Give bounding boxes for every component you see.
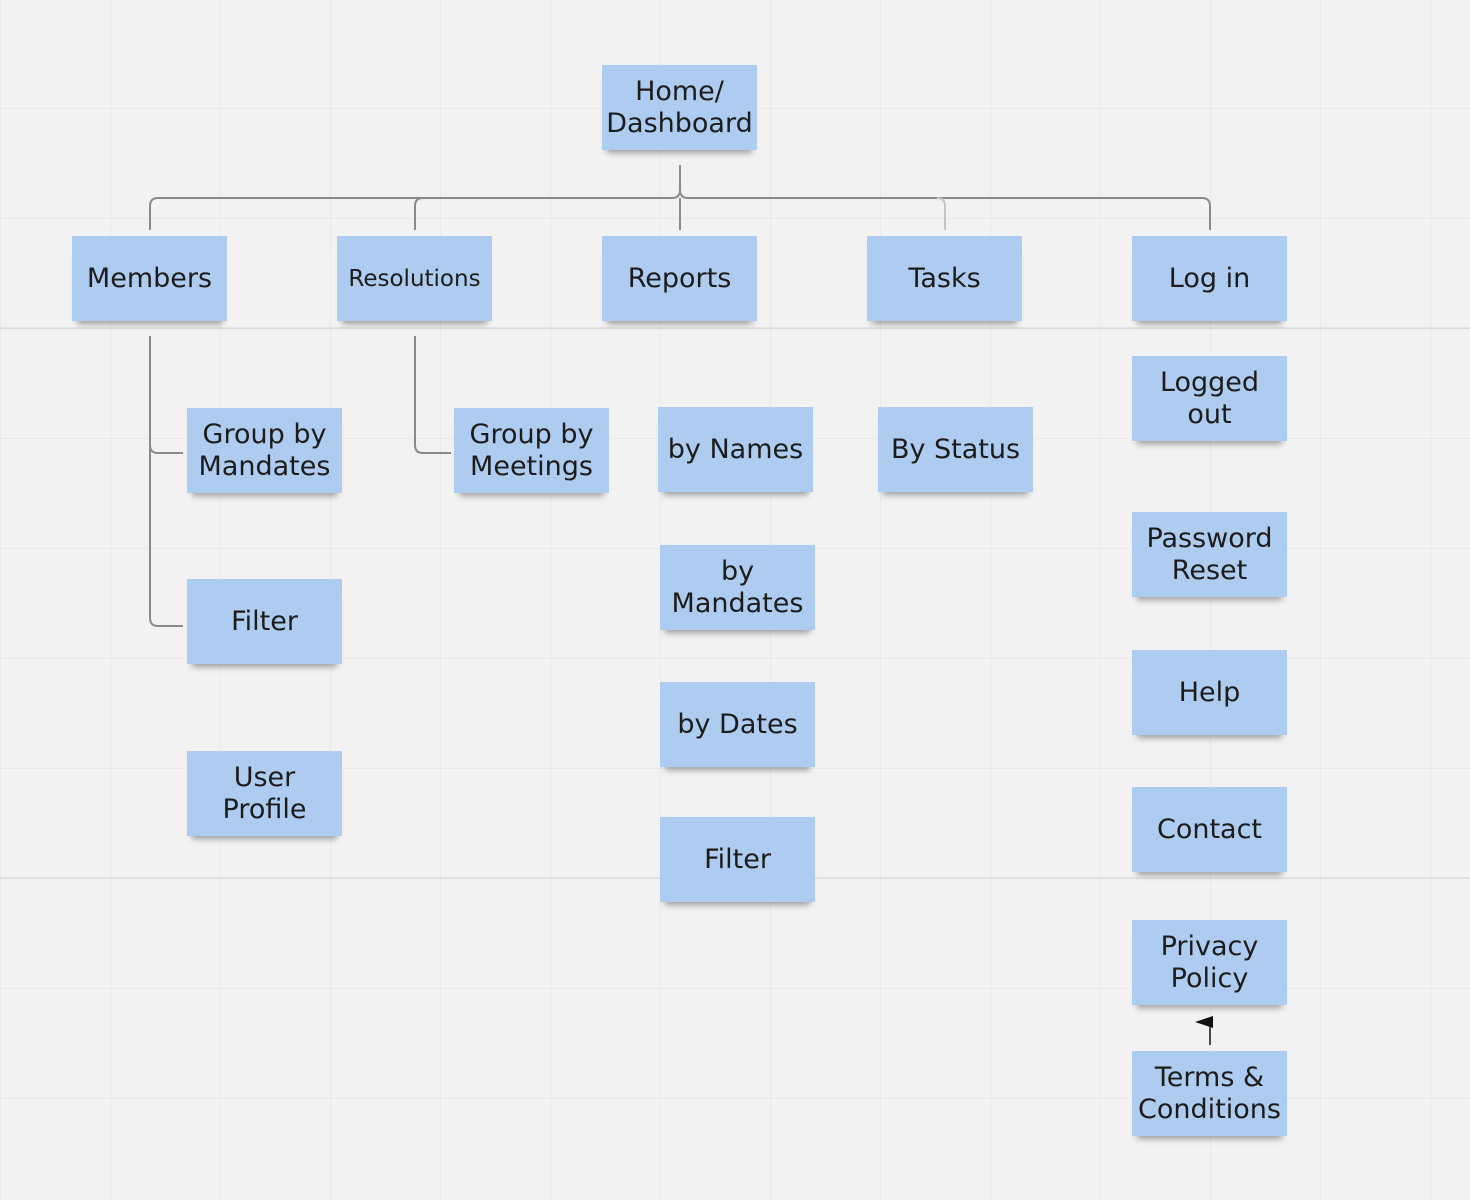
connector-resolutions: [414, 197, 424, 230]
note-reports-by-names[interactable]: by Names: [658, 407, 813, 492]
note-log-in[interactable]: Log in: [1132, 236, 1287, 321]
connector-tasks: [936, 197, 946, 230]
note-reports[interactable]: Reports: [602, 236, 757, 321]
note-members-group-by-mandates[interactable]: Group by Mandates: [187, 408, 342, 493]
note-terms-conditions[interactable]: Terms & Conditions: [1132, 1051, 1287, 1136]
note-reports-by-dates[interactable]: by Dates: [660, 682, 815, 767]
note-members[interactable]: Members: [72, 236, 227, 321]
connector-resolutions-children: [414, 336, 451, 454]
connector-members-children: [149, 336, 183, 627]
note-help[interactable]: Help: [1132, 650, 1287, 735]
note-members-filter[interactable]: Filter: [187, 579, 342, 664]
note-password-reset[interactable]: Password Reset: [1132, 512, 1287, 597]
note-reports-by-mandates[interactable]: by Mandates: [660, 545, 815, 630]
grid-major-line: [0, 327, 1470, 329]
note-group-by-meetings[interactable]: Group by Meetings: [454, 408, 609, 493]
note-logged-out[interactable]: Logged out: [1132, 356, 1287, 441]
note-contact[interactable]: Contact: [1132, 787, 1287, 872]
connector-home-bus: [149, 165, 1211, 230]
note-resolutions[interactable]: Resolutions: [337, 236, 492, 321]
note-reports-filter[interactable]: Filter: [660, 817, 815, 902]
note-user-profile[interactable]: User Profile: [187, 751, 342, 836]
note-home-dashboard[interactable]: Home/ Dashboard: [602, 65, 757, 150]
note-by-status[interactable]: By Status: [878, 407, 1033, 492]
note-tasks[interactable]: Tasks: [867, 236, 1022, 321]
note-privacy-policy[interactable]: Privacy Policy: [1132, 920, 1287, 1005]
